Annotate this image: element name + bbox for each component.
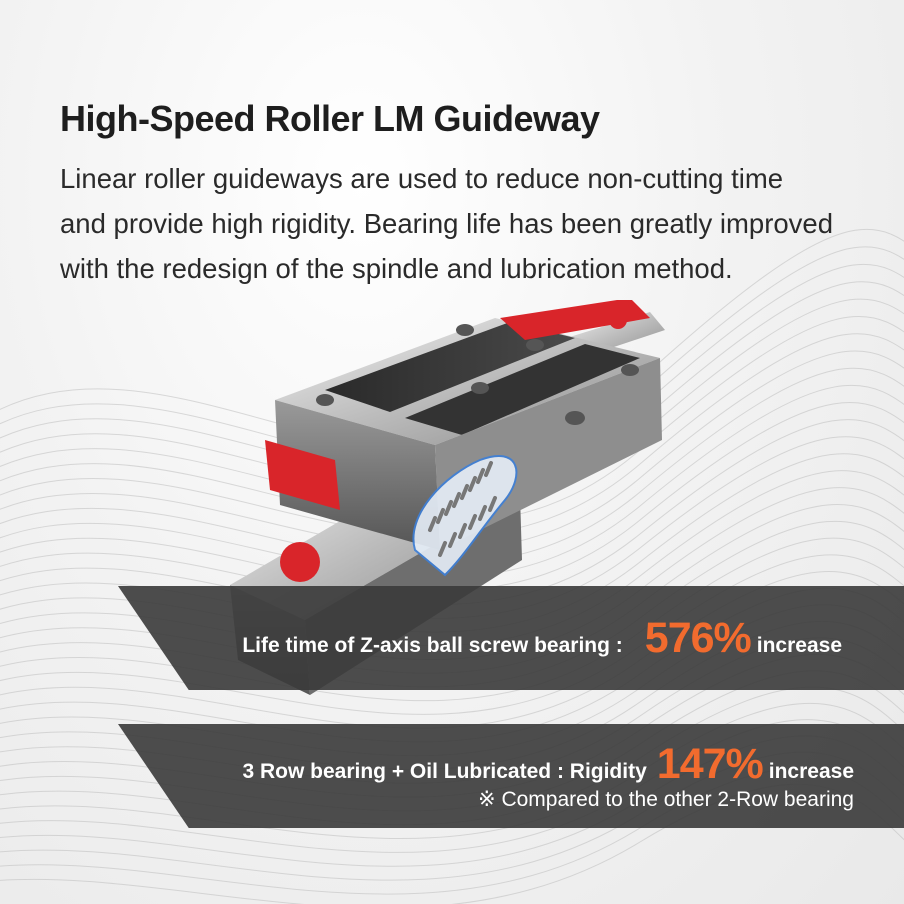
feature-percentage: 576% <box>644 613 752 662</box>
page-title: High-Speed Roller LM Guideway <box>60 98 600 139</box>
wave-line <box>0 315 904 524</box>
feature-suffix: increase <box>756 633 842 657</box>
description-line: and provide high rigidity. Bearing life … <box>60 208 833 239</box>
bolt-hole <box>565 411 585 425</box>
description-line: Linear roller guideways are used to redu… <box>60 163 784 194</box>
wave-line <box>0 419 904 606</box>
feature-band-rigidity: 3 Row bearing + Oil Lubricated : Rigidit… <box>118 724 904 828</box>
bolt-hole <box>456 324 474 336</box>
description-line: with the redesign of the spindle and lub… <box>60 253 733 284</box>
wave-line <box>0 384 904 578</box>
end-seal-front-red <box>265 440 340 510</box>
feature-suffix: increase <box>768 760 854 783</box>
end-seal-red <box>500 300 650 340</box>
description: Linear roller guideways are used to redu… <box>60 156 840 291</box>
feature-label: 3 Row bearing + Oil Lubricated : Rigidit… <box>242 760 647 783</box>
lm-guideway-image <box>230 300 665 695</box>
feature-line: 3 Row bearing + Oil Lubricated : Rigidit… <box>242 740 854 789</box>
bolt-hole <box>471 382 489 394</box>
bolt-hole <box>621 364 639 376</box>
feature-band-lifetime: Life time of Z-axis ball screw bearing :… <box>118 586 904 690</box>
wave-line <box>0 350 904 551</box>
bolt-hole <box>316 394 334 406</box>
feature-percentage: 147% <box>656 740 764 788</box>
bolt-hole <box>526 339 544 351</box>
block-black-strip <box>325 322 575 412</box>
feature-note: ※ Compared to the other 2-Row bearing <box>478 788 854 811</box>
block-top <box>275 318 660 445</box>
roller-cage <box>412 454 518 577</box>
feature-line: Life time of Z-axis ball screw bearing :… <box>242 614 842 663</box>
wave-line <box>0 402 904 592</box>
block-front <box>275 400 440 550</box>
wave-line <box>0 333 904 537</box>
block-black-strip-2 <box>405 344 640 435</box>
rail-red-dot <box>280 542 320 582</box>
wave-line <box>0 367 904 565</box>
feature-label: Life time of Z-axis ball screw bearing : <box>242 633 623 657</box>
